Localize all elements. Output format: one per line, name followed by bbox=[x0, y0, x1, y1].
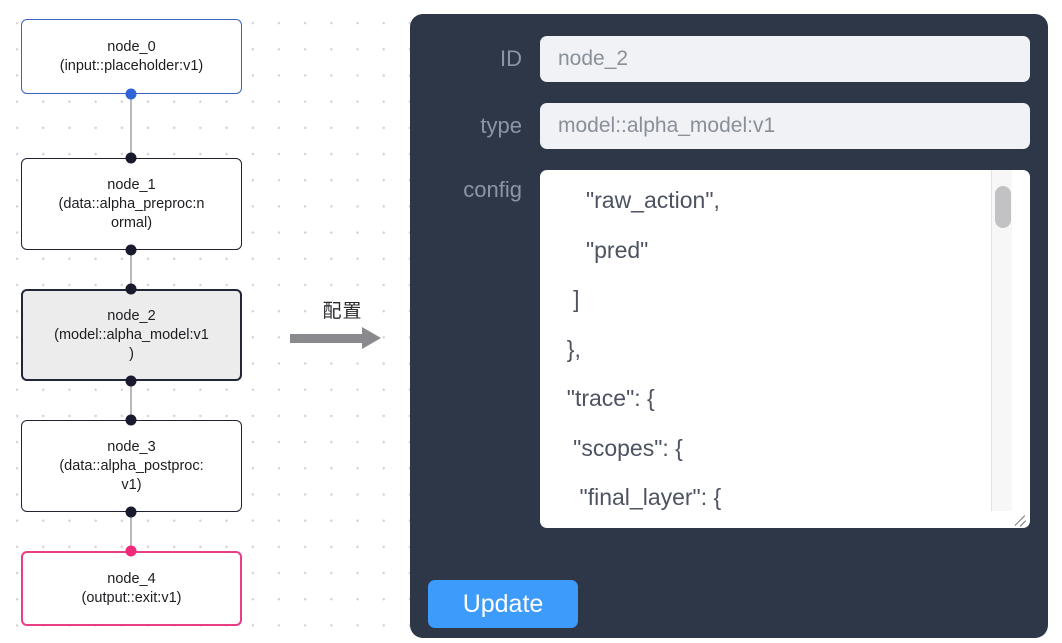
graph-node-label: node_4 (output::exit:v1) bbox=[81, 570, 182, 606]
graph-node-port[interactable] bbox=[125, 545, 137, 557]
graph-node-label: node_3 (data::alpha_postproc: v1) bbox=[59, 438, 204, 493]
graph-node-node_1[interactable]: node_1 (data::alpha_preproc:n ormal) bbox=[21, 158, 242, 250]
graph-node-port[interactable] bbox=[125, 375, 137, 387]
id-field-label: ID bbox=[500, 46, 522, 71]
config-field-label: config bbox=[463, 177, 522, 202]
graph-node-label: node_1 (data::alpha_preproc:n ormal) bbox=[58, 176, 205, 231]
config-textarea[interactable]: "raw_action", "pred" ] }, "trace": { "sc… bbox=[566, 187, 722, 510]
graph-node-port[interactable] bbox=[125, 414, 137, 426]
update-button[interactable]: Update bbox=[428, 580, 578, 628]
config-scrollbar-thumb[interactable] bbox=[995, 186, 1011, 228]
graph-node-node_0[interactable]: node_0 (input::placeholder:v1) bbox=[21, 19, 242, 94]
graph-node-port[interactable] bbox=[125, 152, 137, 164]
arrow-icon bbox=[290, 327, 395, 349]
type-input[interactable]: model::alpha_model:v1 bbox=[540, 103, 1030, 149]
config-scrollbar[interactable] bbox=[991, 170, 1012, 511]
graph-edge bbox=[130, 94, 132, 158]
config-field-row: config "raw_action", "pred" ] }, "trace"… bbox=[428, 170, 1030, 528]
graph-node-node_4[interactable]: node_4 (output::exit:v1) bbox=[21, 551, 242, 626]
graph-node-node_2[interactable]: node_2 (model::alpha_model:v1 ) bbox=[21, 289, 242, 381]
graph-canvas[interactable]: node_0 (input::placeholder:v1)node_1 (da… bbox=[0, 0, 400, 643]
type-field-label: type bbox=[480, 113, 522, 138]
graph-node-port[interactable] bbox=[125, 506, 137, 518]
graph-edge bbox=[130, 381, 132, 420]
type-field-row: type model::alpha_model:v1 bbox=[428, 103, 1030, 149]
config-textarea-wrapper[interactable]: "raw_action", "pred" ] }, "trace": { "sc… bbox=[540, 170, 1030, 528]
graph-edge bbox=[130, 250, 132, 289]
graph-edge bbox=[130, 512, 132, 551]
graph-node-label: node_2 (model::alpha_model:v1 ) bbox=[54, 307, 209, 362]
transition-arrow-group: 配置 bbox=[290, 296, 395, 349]
id-field-row: ID node_2 bbox=[428, 36, 1030, 82]
node-inspector-panel: ID node_2 type model::alpha_model:v1 con… bbox=[410, 14, 1048, 638]
id-input[interactable]: node_2 bbox=[540, 36, 1030, 82]
graph-node-port[interactable] bbox=[125, 244, 137, 256]
arrow-shaft bbox=[290, 334, 364, 343]
graph-node-node_3[interactable]: node_3 (data::alpha_postproc: v1) bbox=[21, 420, 242, 512]
graph-node-port[interactable] bbox=[125, 283, 137, 295]
arrow-head bbox=[362, 327, 381, 349]
graph-node-port[interactable] bbox=[125, 88, 137, 100]
graph-node-label: node_0 (input::placeholder:v1) bbox=[59, 38, 204, 74]
resize-grip-icon[interactable] bbox=[1010, 508, 1028, 527]
arrow-caption-label: 配置 bbox=[322, 301, 363, 322]
